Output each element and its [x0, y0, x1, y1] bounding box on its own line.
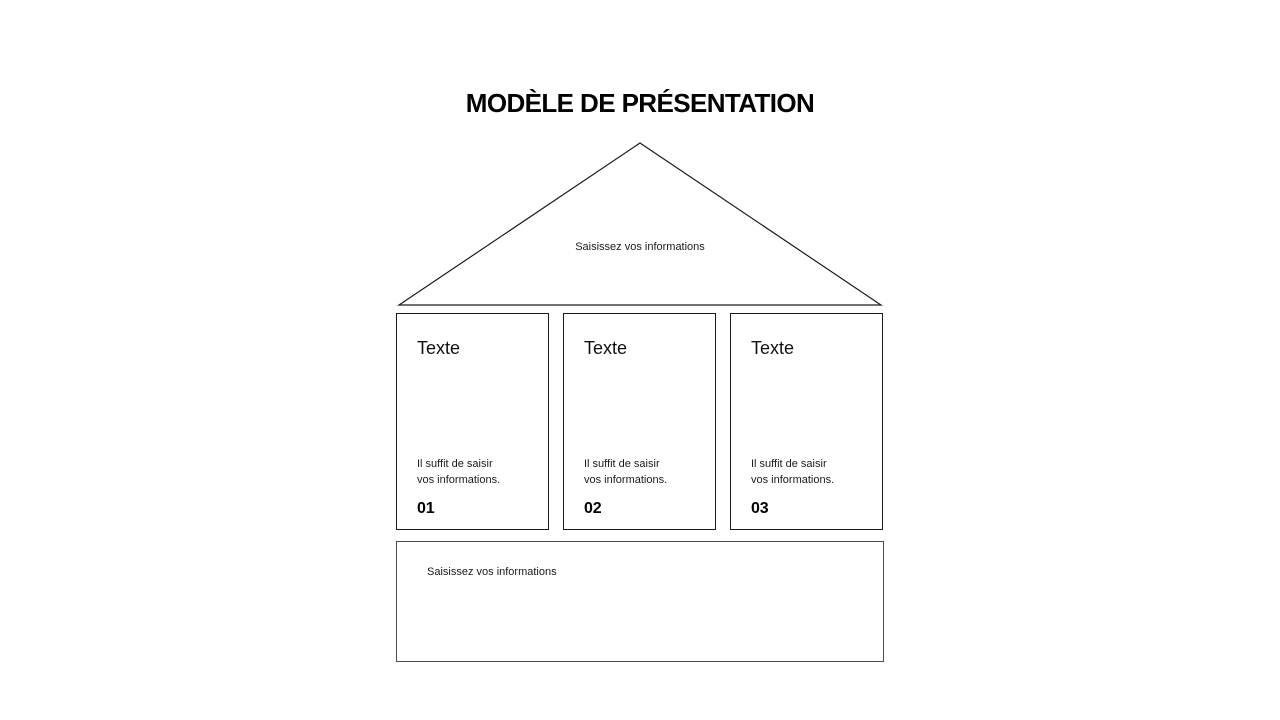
roof-label: Saisissez vos informations [575, 241, 705, 253]
pillar-heading: Texte [584, 338, 628, 358]
roof-triangle-group[interactable]: Saisissez vos informations [392, 136, 888, 312]
pillar-number: 03 [751, 500, 769, 517]
pillar-number: 02 [584, 500, 602, 517]
pillar-body-text: Il suffit de saisir vos informations. [751, 458, 835, 486]
pillar-card-02[interactable]: Texte Il suffit de saisir vos informatio… [563, 313, 716, 530]
pillar-body-text: Il suffit de saisir vos informations. [584, 458, 668, 486]
pillars-group: Texte Il suffit de saisir vos informatio… [396, 313, 884, 532]
foundation-label: Saisissez vos informations [427, 566, 557, 578]
pillar-body-text: Il suffit de saisir vos informations. [417, 458, 501, 486]
pillar-card-01[interactable]: Texte Il suffit de saisir vos informatio… [396, 313, 549, 530]
page-title: MODÈLE DE PRÉSENTATION [465, 88, 815, 118]
foundation-box[interactable]: Saisissez vos informations [396, 541, 884, 662]
roof-triangle-icon [397, 142, 883, 306]
pillar-card-03[interactable]: Texte Il suffit de saisir vos informatio… [730, 313, 883, 530]
pillar-heading: Texte [751, 338, 795, 358]
pillar-heading: Texte [417, 338, 461, 358]
pillar-number: 01 [417, 500, 435, 517]
